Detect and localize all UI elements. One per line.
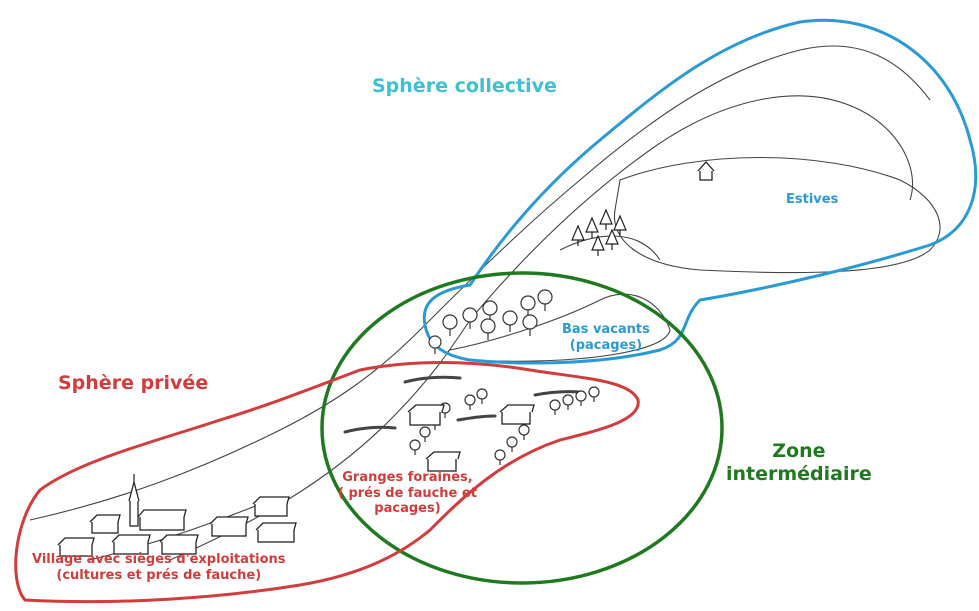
granges-line2: ( prés de fauche et [338,485,477,501]
granges-label: Granges foraines, ( prés de fauche et pa… [338,470,477,517]
estives-label: Estives [786,192,839,207]
deciduous-trees-upper [428,289,553,354]
granges-line1: Granges foraines, [342,470,473,485]
granges-line3: pacages) [374,501,441,517]
bas-vacants-line2: (pacages) [569,337,643,353]
valley-outline [29,45,941,561]
private-sphere-boundary [14,361,640,604]
collective-sphere-title: Sphère collective [372,75,557,97]
bas-vacants-label: Bas vacants (pacages) [562,322,650,353]
mountain-hut-icon [697,161,715,181]
village-label: Village avec sièges d'exploitations (cul… [32,552,286,583]
village-line1: Village avec sièges d'exploitations [32,552,286,567]
barn-icons [407,404,535,472]
zone-line2: intermédiaire [726,462,872,485]
bas-vacants-line1: Bas vacants [562,322,650,337]
field-hatches [343,375,582,434]
village-line2: (cultures et prés de fauche) [56,567,262,583]
village-houses [57,474,297,557]
intermediate-zone-title: Zone intermédiaire [726,440,872,486]
collective-sphere-boundary [422,18,978,365]
private-sphere-title: Sphère privée [58,372,209,394]
zone-line1: Zone [772,440,826,462]
intermediate-zone-boundary [320,271,724,585]
conifer-trees [571,208,627,256]
